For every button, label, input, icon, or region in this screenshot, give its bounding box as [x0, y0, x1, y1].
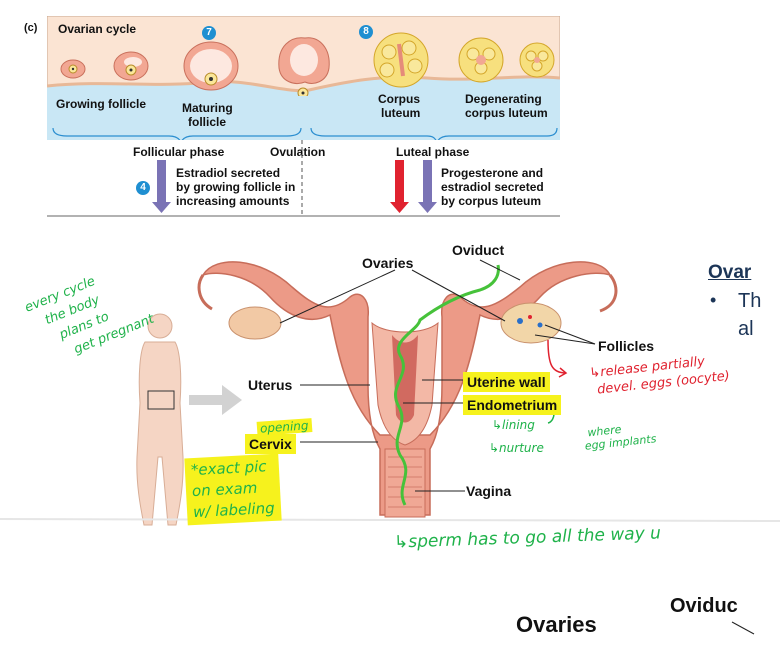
- growing-follicle-medium: [113, 51, 149, 81]
- label-ovulation: Ovulation: [270, 145, 326, 159]
- label-maturing-follicle-line2: follicle: [188, 115, 227, 129]
- slide-partial-content: Ovar • Th al: [700, 262, 780, 352]
- handwriting-exact-pic: *exact pic on exam w/ labeling: [184, 453, 282, 526]
- sperm-path-line: [394, 264, 500, 506]
- label-ovaries: Ovaries: [362, 255, 414, 271]
- body-silhouette: [136, 313, 184, 526]
- handwriting-nurture: ↳nurture: [489, 441, 544, 455]
- ovarian-cycle-figure: (c) Ovarian cycle 7 8: [0, 0, 780, 225]
- progesterone-description: Progesterone and estradiol secreted by c…: [441, 166, 544, 208]
- follicle-stages-illustration: [60, 32, 555, 96]
- zoom-arrow: [189, 385, 242, 415]
- degenerating-corpus-luteum-1: [458, 37, 504, 83]
- label-leader-lines: [279, 259, 596, 492]
- label-degenerating-line2: corpus luteum: [465, 106, 548, 120]
- step-4-badge: 4: [136, 181, 150, 195]
- label-luteal-phase: Luteal phase: [396, 145, 470, 159]
- exact-pic-line1: *exact pic: [190, 457, 267, 480]
- estradiol-line1: Estradiol secreted: [176, 166, 281, 180]
- step-8-badge: 8: [359, 25, 373, 39]
- female-reproductive-anatomy-illustration: [0, 259, 780, 526]
- label-corpus-luteum-line2: luteum: [381, 106, 421, 120]
- progesterone-line3: by corpus luteum: [441, 194, 542, 208]
- slide-heading-partial: Ovar: [708, 262, 752, 283]
- label-maturing-follicle-line1: Maturing: [182, 101, 233, 115]
- uterus-illustration: [197, 261, 618, 518]
- label-vagina: Vagina: [466, 483, 512, 499]
- label-degenerating-line1: Degenerating: [465, 92, 542, 106]
- growing-follicle-small: [60, 59, 86, 79]
- estradiol-line3: increasing amounts: [176, 194, 290, 208]
- release-hook-arrow: [547, 339, 567, 374]
- maturing-follicle: [183, 41, 239, 91]
- label-follicles: Follicles: [598, 338, 655, 354]
- handwriting-lining: ↳lining: [492, 418, 535, 432]
- panel-letter: (c): [24, 22, 38, 34]
- label-growing-follicle: Growing follicle: [56, 97, 147, 111]
- step-7-badge: 7: [202, 26, 216, 40]
- ovarian-cycle-title: Ovarian cycle: [58, 22, 137, 36]
- progesterone-line2: estradiol secreted: [441, 180, 544, 194]
- progesterone-line1: Progesterone and: [441, 166, 544, 180]
- next-figure-leader-line: [731, 621, 755, 635]
- ovulating-follicle: [278, 37, 330, 96]
- left-ovary: [228, 306, 282, 340]
- estradiol-description: Estradiol secreted by growing follicle i…: [176, 166, 295, 208]
- exact-pic-line3: w/ labeling: [192, 498, 276, 522]
- label-follicular-phase: Follicular phase: [133, 145, 225, 159]
- phase-arrows-and-lines: [47, 140, 560, 217]
- label-endometrium: Endometrium: [463, 395, 562, 415]
- next-figure-ovaries-label: Ovaries: [516, 612, 597, 637]
- next-figure-oviduct-label: Oviduc: [670, 595, 738, 617]
- slide-bullet-text-2: al: [738, 318, 754, 340]
- slide-bullet-text-1: Th: [738, 290, 762, 312]
- slide-bullet-marker: •: [710, 290, 717, 310]
- corpus-luteum-illustration: [373, 32, 429, 88]
- right-ovary: [500, 302, 562, 344]
- degenerating-corpus-luteum-2: [519, 42, 555, 78]
- label-oviduct: Oviduct: [452, 242, 505, 258]
- label-corpus-luteum-line1: Corpus: [378, 92, 420, 106]
- estradiol-line2: by growing follicle in: [176, 180, 296, 194]
- label-uterus: Uterus: [248, 377, 293, 393]
- label-cervix: Cervix: [245, 434, 296, 454]
- label-uterine-wall: Uterine wall: [463, 372, 550, 392]
